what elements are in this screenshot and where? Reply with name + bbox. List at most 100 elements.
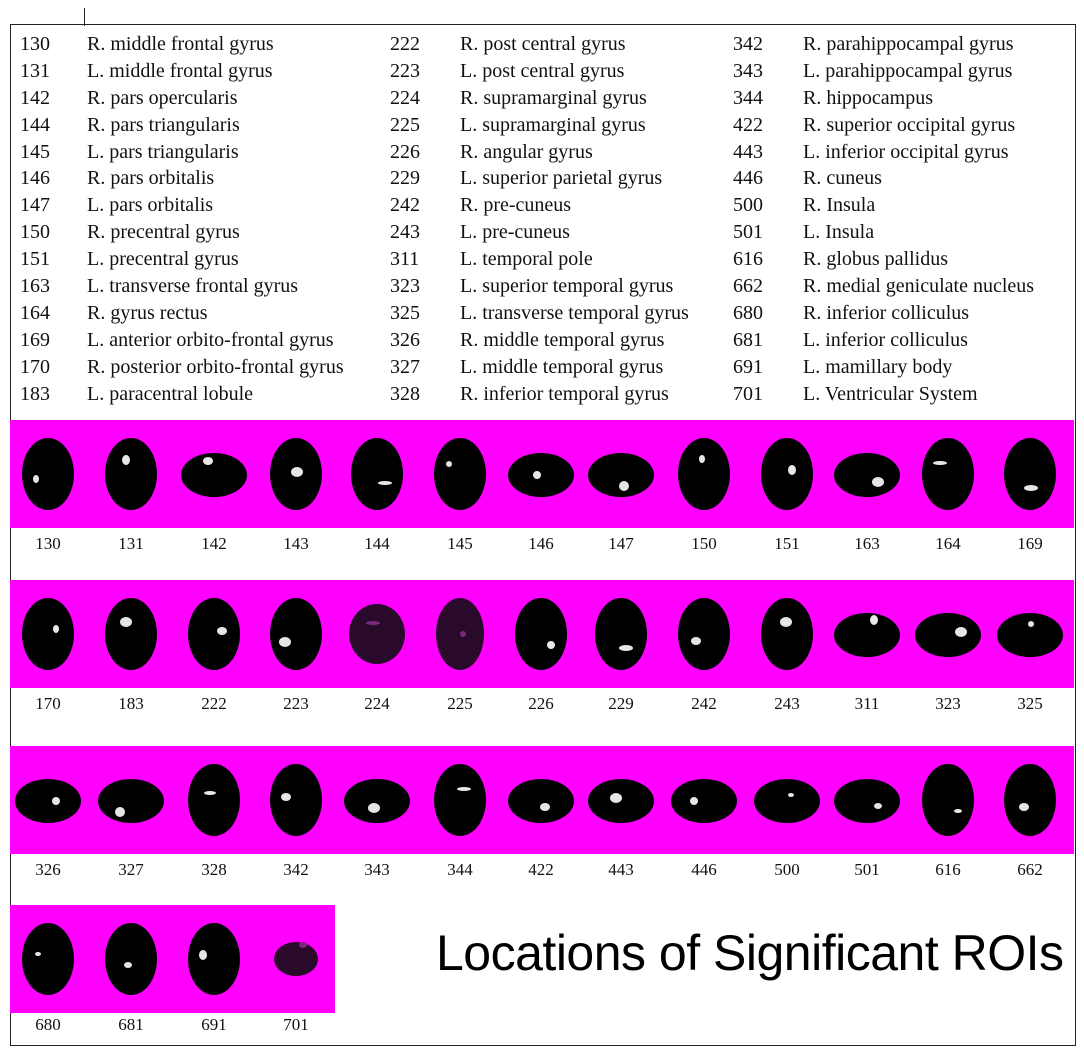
roi-label: 150 — [691, 534, 717, 553]
brain-silhouette — [434, 764, 486, 836]
legend-entry: 147 L. pars orbitalis — [20, 192, 385, 219]
roi-label: 151 — [774, 534, 800, 553]
brain-silhouette — [15, 779, 81, 823]
legend-region-name: R. supramarginal gyrus — [460, 86, 647, 109]
legend-roi-id: 130 — [20, 33, 50, 55]
roi-label: 163 — [854, 534, 880, 553]
legend-region-name: R. parahippocampal gyrus — [803, 33, 1014, 55]
roi-highlight — [870, 615, 878, 625]
roi-label: 142 — [201, 534, 227, 553]
roi-label: 130 — [35, 534, 61, 553]
legend-roi-id: 142 — [20, 86, 50, 109]
legend-region-name: R. superior occipital gyrus — [803, 113, 1016, 136]
brain-silhouette — [188, 764, 240, 836]
roi-label: 342 — [283, 860, 309, 879]
legend-region-name: R. post central gyrus — [460, 33, 626, 55]
brain-silhouette — [1004, 438, 1056, 510]
legend-region-name: R. hippocampus — [803, 86, 933, 109]
roi-label: 145 — [447, 534, 473, 553]
legend-roi-id: 224 — [390, 86, 420, 109]
roi-highlight — [53, 625, 59, 633]
legend-roi-id: 342 — [733, 33, 763, 55]
brain-silhouette — [188, 598, 240, 670]
brain-silhouette — [188, 923, 240, 995]
legend-region-name: L. transverse frontal gyrus — [87, 275, 299, 298]
brain-silhouette — [351, 438, 403, 510]
brain-silhouette — [105, 923, 157, 995]
roi-brain-446 — [671, 779, 737, 823]
roi-highlight — [52, 797, 60, 805]
roi-label: 446 — [691, 860, 717, 879]
brain-silhouette — [349, 604, 405, 664]
roi-label: 225 — [447, 694, 473, 713]
brain-silhouette — [671, 779, 737, 823]
roi-highlight — [690, 797, 698, 805]
legend-entry: 342 R. parahippocampal gyrus — [733, 31, 1078, 58]
legend-roi-id: 326 — [390, 328, 420, 351]
roi-brain-443 — [588, 779, 654, 823]
roi-label: 170 — [35, 694, 61, 713]
legend-region-name: L. pars orbitalis — [87, 194, 214, 217]
roi-brain-223 — [270, 598, 322, 670]
roi-highlight — [788, 793, 794, 797]
roi-brain-681 — [105, 923, 157, 995]
brain-silhouette — [922, 438, 974, 510]
legend-region-name: R. angular gyrus — [460, 140, 593, 163]
brain-silhouette — [270, 764, 322, 836]
brain-silhouette — [588, 779, 654, 823]
legend-roi-id: 229 — [390, 167, 420, 190]
legend-roi-id: 222 — [390, 33, 420, 55]
roi-highlight — [547, 641, 555, 649]
legend-region-name: L. paracentral lobule — [87, 382, 254, 405]
brain-silhouette — [105, 598, 157, 670]
roi-label: 143 — [283, 534, 309, 553]
roi-highlight — [368, 803, 380, 813]
roi-label: 224 — [364, 694, 390, 713]
legend-roi-id: 343 — [733, 59, 763, 82]
figure-frame — [10, 24, 1076, 1046]
legend-roi-id: 226 — [390, 140, 420, 163]
legend-region-name: L. pre-cuneus — [460, 221, 570, 244]
roi-label: 164 — [935, 534, 961, 553]
legend-roi-id: 146 — [20, 167, 50, 190]
roi-brain-311 — [834, 613, 900, 657]
brain-silhouette — [761, 438, 813, 510]
figure-caption: Locations of Significant ROIs — [436, 925, 1064, 981]
roi-label: 343 — [364, 860, 390, 879]
legend-roi-id: 147 — [20, 194, 50, 217]
legend-region-name: L. mamillary body — [803, 355, 953, 378]
legend-roi-id: 242 — [390, 194, 420, 217]
legend-roi-id: 344 — [733, 86, 763, 109]
legend-entry: 224 R. supramarginal gyrus — [390, 85, 730, 112]
roi-highlight — [446, 461, 452, 467]
legend-region-name: R. precentral gyrus — [87, 221, 240, 244]
legend-region-name: L. inferior colliculus — [803, 328, 968, 351]
roi-label: 691 — [201, 1015, 227, 1034]
roi-label: 680 — [35, 1015, 61, 1034]
roi-label: 144 — [364, 534, 390, 553]
legend-region-name: L. temporal pole — [460, 248, 593, 271]
roi-highlight — [619, 481, 629, 491]
legend-roi-id: 501 — [733, 221, 763, 244]
roi-highlight — [872, 477, 884, 487]
brain-silhouette — [834, 613, 900, 657]
roi-brain-691 — [188, 923, 240, 995]
roi-highlight — [291, 467, 303, 477]
legend-entry: 226 R. angular gyrus — [390, 139, 730, 166]
legend-roi-id: 223 — [390, 59, 420, 82]
legend-region-name: L. transverse temporal gyrus — [460, 301, 689, 324]
brain-silhouette — [270, 598, 322, 670]
